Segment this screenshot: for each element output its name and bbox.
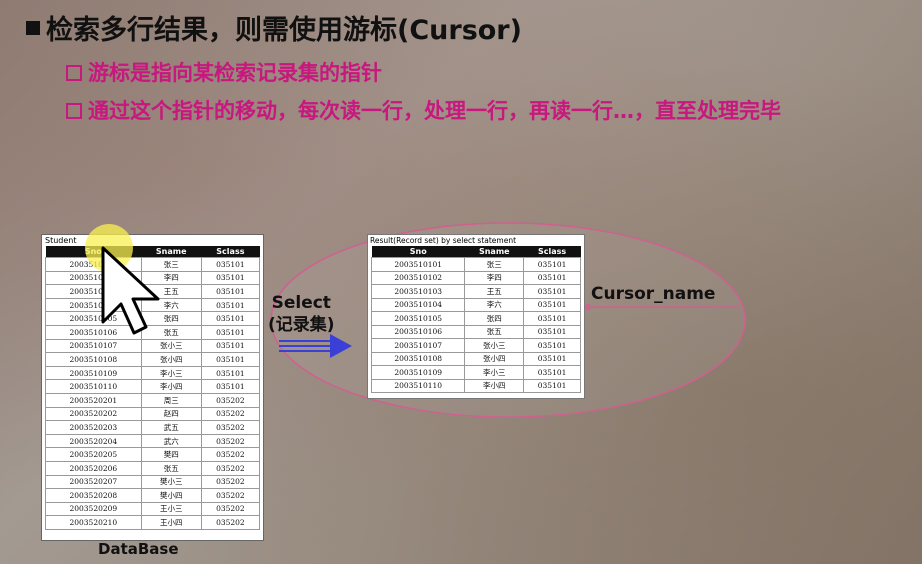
highlight-spot xyxy=(85,224,133,272)
table-cell: 2003510103 xyxy=(370,284,466,299)
table-cell: 2003520210 xyxy=(45,515,142,530)
bullet-item: 通过这个指针的移动，每次读一行，处理一行，再读一行…，直至处理完毕 xyxy=(66,92,866,130)
bullet-text: 通过这个指针的移动，每次读一行，处理一行，再读一行…，直至处理完毕 xyxy=(88,99,781,123)
column-header: Sno xyxy=(371,246,465,258)
table-cell: 035101 xyxy=(523,351,581,366)
checkbox-bullet-icon xyxy=(66,103,82,119)
table-cell: 035101 xyxy=(523,284,581,299)
database-label: DataBase xyxy=(98,540,179,558)
column-header: Sname xyxy=(141,246,202,258)
database-table: Sno Sname Sclass 2003510101张三03510120035… xyxy=(45,246,261,530)
table-cell: 2003510106 xyxy=(370,324,466,339)
slide-title: 检索多行结果，则需使用游标(Cursor) xyxy=(26,8,522,47)
database-table-panel: Student Sno Sname Sclass 2003510101张三035… xyxy=(41,234,264,541)
bullet-list: 游标是指向某检索记录集的指针 通过这个指针的移动，每次读一行，处理一行，再读一行… xyxy=(66,54,866,130)
table-cell: 2003510105 xyxy=(370,311,466,326)
bullet-item: 游标是指向某检索记录集的指针 xyxy=(66,54,866,92)
table-cell: 2003510109 xyxy=(370,365,466,380)
table-cell: 2003510107 xyxy=(370,338,466,353)
table-cell: 035101 xyxy=(523,270,581,285)
table-cell: 2003510110 xyxy=(370,378,466,393)
cursor-pointer-arrow-icon xyxy=(580,303,740,311)
column-header: Sclass xyxy=(523,246,581,258)
select-label: Select (记录集) xyxy=(268,292,335,336)
select-arrow-icon xyxy=(279,334,352,358)
table-cell: 李小四 xyxy=(464,378,525,393)
slide-title-text: 检索多行结果，则需使用游标(Cursor) xyxy=(46,15,522,46)
table-cell: 张小四 xyxy=(464,351,525,366)
table-cell: 035101 xyxy=(523,297,581,312)
table-cell: 035101 xyxy=(523,257,581,272)
database-caption: Student xyxy=(45,236,77,245)
table-cell: 2003510104 xyxy=(370,297,466,312)
checkbox-bullet-icon xyxy=(66,65,82,81)
table-cell: 035101 xyxy=(523,338,581,353)
column-header: Sname xyxy=(464,246,524,258)
table-cell: 035101 xyxy=(523,324,581,339)
square-bullet-icon xyxy=(26,20,40,35)
table-cell: 2003510101 xyxy=(370,257,466,272)
column-header: Sclass xyxy=(201,246,260,258)
select-label-line1: Select xyxy=(271,293,331,313)
cursor-name-label: Cursor_name xyxy=(591,284,716,304)
table-cell: 2003510102 xyxy=(370,270,466,285)
table-cell: 035202 xyxy=(200,515,261,530)
mouse-cursor-icon xyxy=(101,246,160,335)
table-cell: 王小四 xyxy=(140,515,202,530)
bullet-text: 游标是指向某检索记录集的指针 xyxy=(88,61,382,85)
result-table-panel: Result(Record set) by select statement S… xyxy=(367,234,585,399)
table-cell: 035101 xyxy=(523,311,581,326)
table-cell: 035101 xyxy=(523,365,581,380)
table-cell: 035101 xyxy=(523,378,581,393)
table-cell: 2003510108 xyxy=(370,351,466,366)
select-label-line2: (记录集) xyxy=(268,315,335,335)
table-header-row: Sno Sname Sclass xyxy=(371,246,581,258)
result-caption: Result(Record set) by select statement xyxy=(370,236,517,245)
